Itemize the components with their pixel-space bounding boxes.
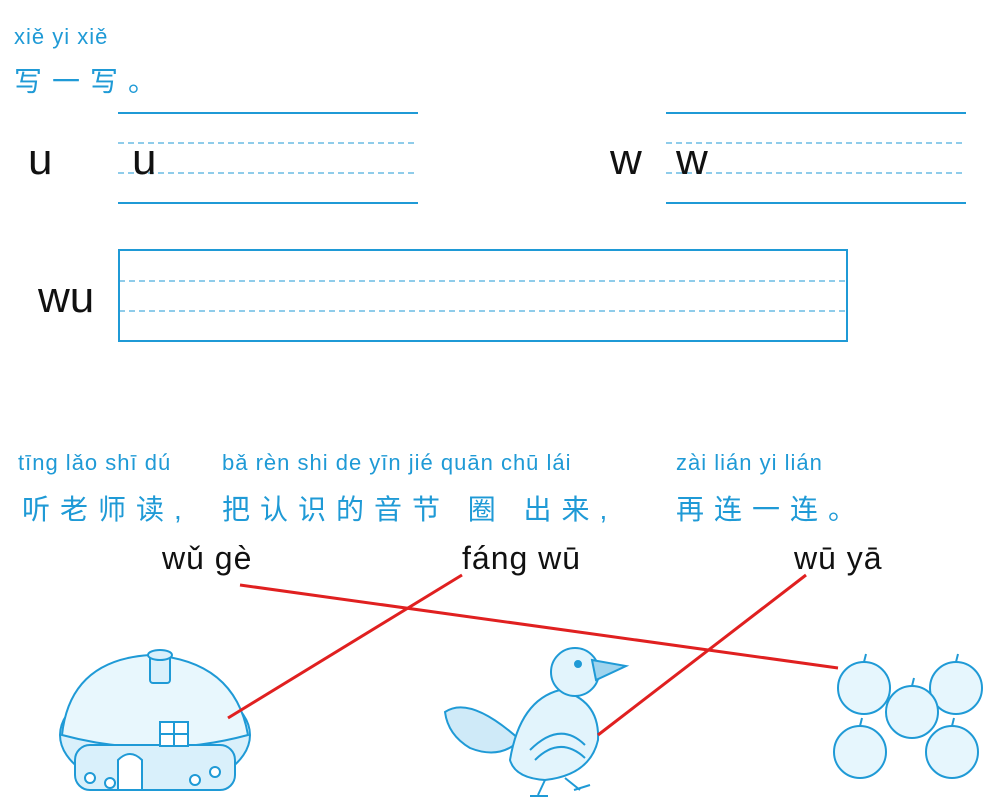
house-picture[interactable] [59,649,251,791]
letter-w-sample: w [676,135,708,184]
section2-title-a: 听老师读, [22,494,192,525]
line-wu-ge-to-apples [239,583,839,670]
letter-w-label: w [610,135,642,184]
section1-pinyin: xiě yi xiě [14,24,109,49]
apples-picture[interactable] [833,653,983,779]
line-wu-ya-to-crow [597,573,807,737]
section2-title-b: 把认识的音节 圈 出来, [222,494,618,525]
section1-title: 写一写。 [14,66,167,97]
section2-pinyin-b: bǎ rèn shi de yīn jié quān chū lái [222,450,572,475]
word-wu-ya[interactable]: wū yā [794,540,883,576]
section2-pinyin-c: zài lián yi lián [676,450,823,475]
wu-writing-box[interactable] [118,249,848,342]
letter-u-sample: u [132,135,157,184]
line-fang-wu-to-house [227,573,463,720]
letter-u-label: u [28,135,53,184]
crow-picture[interactable] [443,647,630,797]
section2-title-c: 再连一连。 [676,494,867,525]
connecting-lines [227,573,839,737]
u-writing-grid[interactable] [118,112,418,204]
word-fang-wu[interactable]: fáng wū [462,540,582,576]
w-writing-grid[interactable] [666,112,966,204]
section2-pinyin-a: tīng lǎo shī dú [18,450,172,475]
syllable-wu-label: wu [38,273,95,322]
word-wu-ge[interactable]: wǔ gè [162,540,253,576]
